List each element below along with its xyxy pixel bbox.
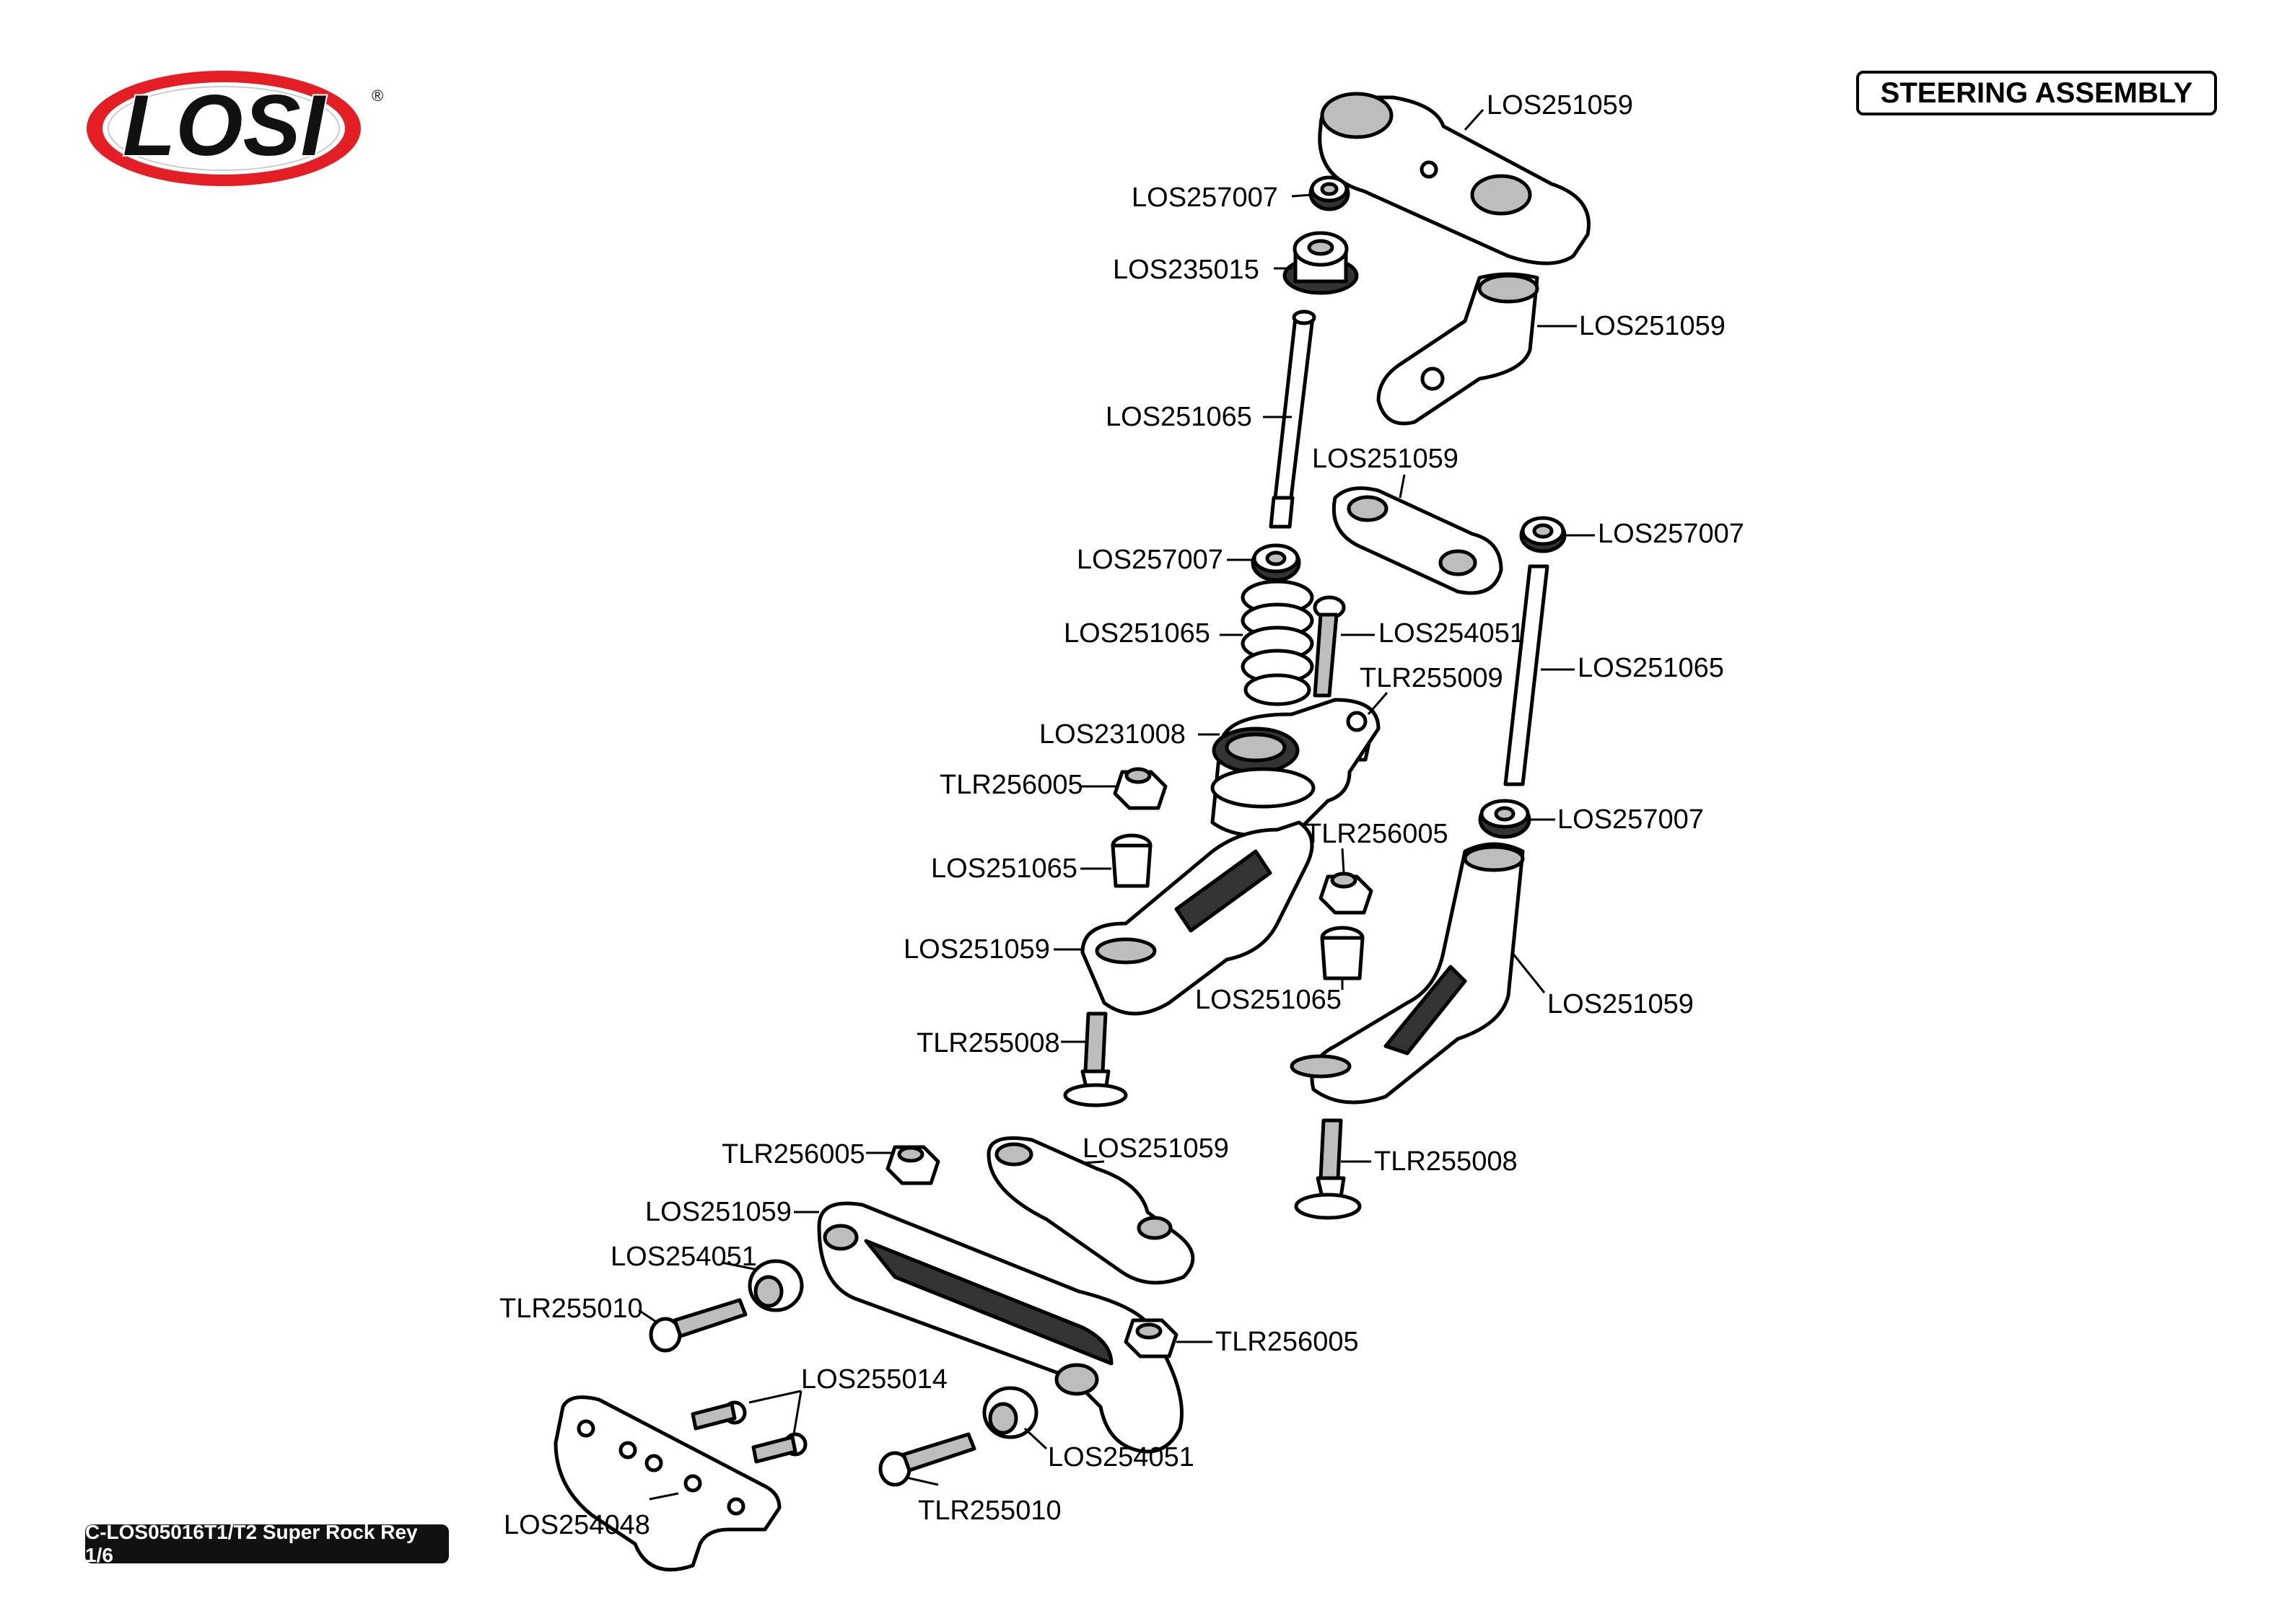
bushing-right	[1320, 926, 1365, 980]
callout-label: LOS254051	[1378, 618, 1525, 649]
callout-label: LOS254051	[611, 1242, 757, 1272]
losi-logo: LOSI ®	[87, 71, 383, 186]
callout-label: LOS251059	[645, 1197, 792, 1227]
callout-label: TLR255008	[917, 1028, 1060, 1058]
callout-label: TLR256005	[722, 1139, 865, 1169]
callout-label: LOS251059	[904, 934, 1050, 965]
callout-label: TLR256005	[1215, 1327, 1359, 1357]
flange-nut	[1282, 231, 1359, 295]
shoulder-screw-left	[1063, 1011, 1128, 1107]
ball-cup-left	[748, 1259, 804, 1312]
lock-nut-lower-left	[885, 1145, 940, 1185]
callout-label: LOS257007	[1132, 183, 1278, 213]
callout-label: LOS235015	[1113, 255, 1259, 285]
center-link	[987, 1136, 1195, 1285]
callout-label: LOS251059	[1312, 444, 1459, 474]
bushing-left	[1111, 833, 1153, 888]
callout-label: LOS257007	[1598, 519, 1744, 549]
callout-label: LOS251065	[1578, 653, 1724, 683]
lock-nut-left	[1113, 767, 1168, 810]
callout-label: TLR255010	[918, 1496, 1062, 1526]
top-arm-plate	[1318, 92, 1591, 265]
callout-label: LOS231008	[1039, 719, 1186, 750]
callout-label: TLR255010	[499, 1294, 643, 1324]
shoulder-screw-right	[1294, 1118, 1362, 1220]
callout-label: LOS254051	[1048, 1442, 1194, 1472]
bellcrank-upper-right	[1376, 272, 1539, 426]
bearing-top	[1308, 175, 1350, 211]
page-title: STEERING ASSEMBLY	[1856, 71, 2217, 115]
leader-lines	[638, 109, 1595, 1501]
steering-post-shaft	[1269, 310, 1316, 529]
callout-label: TLR256005	[1305, 819, 1448, 849]
callout-label: TLR256005	[940, 770, 1083, 800]
mounting-plate	[554, 1395, 782, 1572]
set-screws	[691, 1400, 808, 1464]
model-tag: C-LOS05016T1/T2 Super Rock Rey 1/6	[85, 1521, 449, 1566]
ball-cup-right	[982, 1386, 1038, 1439]
callout-label: LOS254048	[504, 1510, 650, 1540]
cap-screw-left	[649, 1298, 748, 1353]
drag-link	[1331, 486, 1503, 595]
callout-labels: LOS251059 LOS257007 LOS235015 LOS251059 …	[499, 90, 1744, 1540]
right-long-pin	[1503, 564, 1549, 786]
servo-saver-hub	[1210, 698, 1381, 838]
servo-saver-spring	[1241, 579, 1314, 706]
callout-label: LOS251065	[1064, 618, 1210, 649]
bellcrank-right	[1290, 842, 1525, 1105]
bearing-right-lower	[1478, 799, 1531, 839]
screw-upper	[1313, 595, 1346, 698]
callout-label: TLR255008	[1374, 1146, 1518, 1177]
registered-mark: ®	[372, 87, 383, 105]
callout-label: LOS251059	[1487, 90, 1633, 120]
callout-label: LOS251065	[1195, 985, 1342, 1015]
callout-label: LOS255014	[801, 1364, 948, 1395]
callout-label: LOS251065	[1106, 402, 1252, 432]
callout-label: TLR255009	[1360, 663, 1503, 693]
drag-bar	[817, 1201, 1184, 1454]
bellcrank-left	[1080, 820, 1314, 1016]
bearing-right-upper	[1519, 516, 1567, 553]
callout-label: LOS257007	[1557, 804, 1704, 835]
lock-nut-right	[1319, 872, 1373, 915]
svg-text:LOSI: LOSI	[123, 77, 327, 174]
callout-label: LOS257007	[1077, 545, 1223, 575]
callout-label: LOS251059	[1083, 1133, 1229, 1164]
callout-label: LOS251065	[931, 853, 1077, 884]
callout-label: LOS251059	[1547, 989, 1694, 1019]
lock-nut-lower-right	[1124, 1318, 1178, 1359]
bearing-left-mid	[1251, 543, 1301, 582]
cap-screw-right	[878, 1432, 976, 1487]
callout-label: LOS251059	[1579, 311, 1726, 341]
